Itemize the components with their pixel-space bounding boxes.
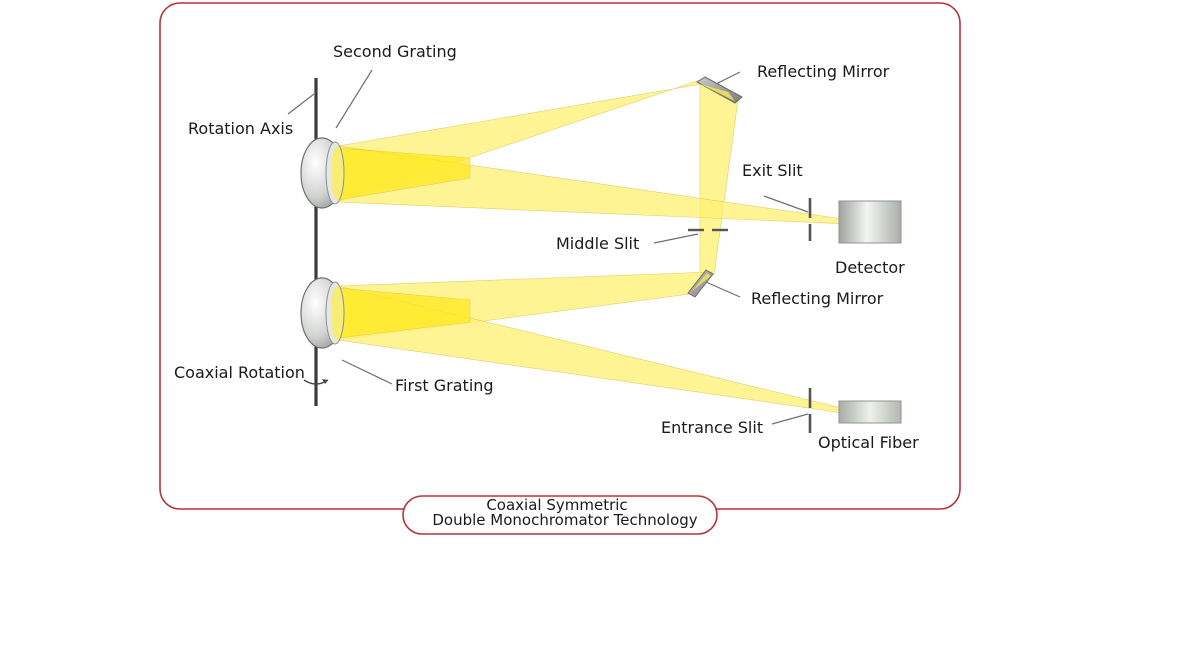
leader-reflecting-mirror-bottom — [705, 281, 741, 298]
coaxial-rotation-arrow-icon — [303, 379, 329, 385]
label-rotation-axis: Rotation Axis — [188, 119, 293, 138]
second-grating — [300, 137, 345, 209]
label-second-grating: Second Grating — [333, 42, 457, 61]
label-reflecting-mirror-bottom: Reflecting Mirror — [751, 289, 884, 308]
optical-fiber — [838, 400, 902, 424]
bottom-reflecting-mirror — [687, 269, 714, 298]
caption-line-1: Coaxial Symmetric — [486, 496, 627, 514]
leader-entrance-slit — [771, 413, 809, 425]
caption-line-2: Double Monochromator Technology — [432, 511, 697, 529]
caption-pill — [402, 495, 718, 535]
label-entrance-slit: Entrance Slit — [661, 418, 763, 437]
leader-reflecting-mirror-top — [715, 71, 741, 85]
first-grating — [300, 277, 345, 349]
leader-first-grating — [341, 359, 393, 385]
beam-top-mirror-to-bottom-mirror — [699, 83, 739, 276]
label-middle-slit: Middle Slit — [556, 234, 639, 253]
leader-rotation-axis — [287, 93, 315, 115]
leader-middle-slit — [653, 233, 699, 244]
label-first-grating: First Grating — [395, 376, 494, 395]
top-reflecting-mirror — [696, 76, 743, 104]
leader-exit-slit — [763, 195, 809, 213]
label-detector: Detector — [835, 258, 905, 277]
label-coaxial-rotation: Coaxial Rotation — [174, 363, 305, 382]
label-optical-fiber: Optical Fiber — [818, 433, 919, 452]
label-exit-slit: Exit Slit — [742, 161, 803, 180]
label-reflecting-mirror-top: Reflecting Mirror — [757, 62, 890, 81]
detector — [838, 200, 902, 244]
leader-second-grating — [335, 69, 373, 129]
